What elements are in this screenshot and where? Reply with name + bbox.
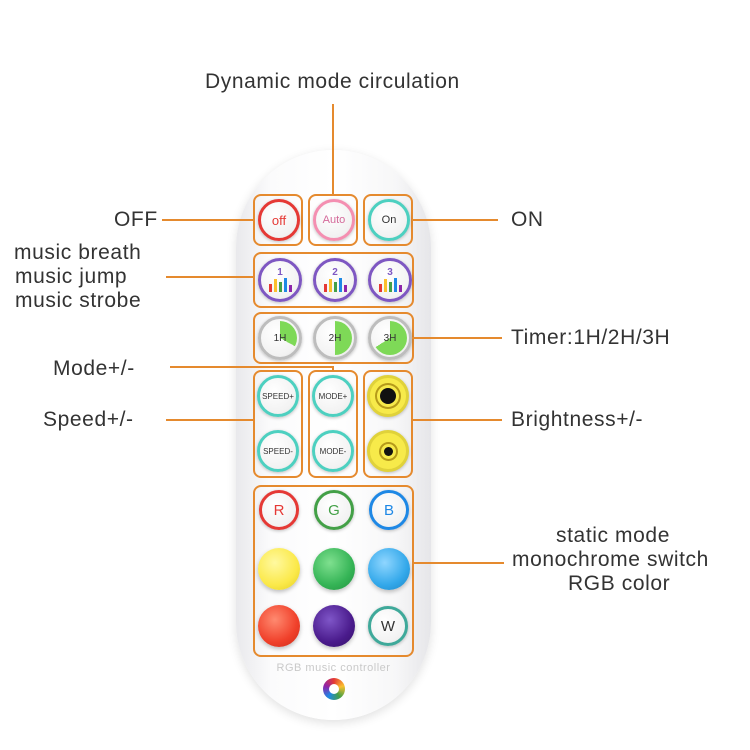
speed-down-label: SPEED- <box>263 446 293 456</box>
music-breath-label: music breath <box>14 241 142 264</box>
brightness-down-button[interactable] <box>367 430 409 472</box>
equalizer-icon <box>323 278 347 292</box>
speed-down-button[interactable]: SPEED- <box>257 430 299 472</box>
red-color-button[interactable] <box>258 605 300 647</box>
static-mode-label: static mode <box>556 524 670 547</box>
mode-connector-drop <box>332 366 334 372</box>
speed-up-label: SPEED+ <box>262 391 294 401</box>
speed-up-button[interactable]: SPEED+ <box>257 375 299 417</box>
timer-label: Timer:1H/2H/3H <box>511 326 671 349</box>
sun-bright-icon <box>380 388 396 404</box>
red-button[interactable]: R <box>259 490 299 530</box>
timer-2h-label: 2H <box>328 332 342 344</box>
music-jump-label: music jump <box>15 265 128 288</box>
off-button-label: off <box>271 212 287 228</box>
mode-connector-line <box>170 366 334 368</box>
auto-button-label: Auto <box>322 214 346 226</box>
on-button-label: On <box>381 214 397 226</box>
off-box <box>253 194 303 246</box>
dynamic-connector-line <box>332 104 334 194</box>
auto-button[interactable]: Auto <box>313 199 355 241</box>
brand-text: RGB music controller <box>276 662 391 674</box>
music-jump-button[interactable]: 2 <box>313 258 357 302</box>
blue-button-label: B <box>383 501 394 519</box>
timer-3h-label: 3H <box>383 332 397 344</box>
timer-1h-fill <box>263 321 297 355</box>
speed-connector-line <box>166 419 254 421</box>
brand-logo-icon <box>323 678 345 700</box>
timer-3h-fill <box>373 321 407 355</box>
music-box <box>253 252 414 308</box>
music-breath-button[interactable]: 1 <box>258 258 302 302</box>
blue-button[interactable]: B <box>369 490 409 530</box>
equalizer-icon <box>268 278 292 292</box>
music-3-label: 3 <box>387 267 393 278</box>
sun-dim-icon <box>383 446 393 456</box>
timer-1h-button[interactable]: 1H <box>258 316 302 360</box>
brightness-connector-line <box>412 419 502 421</box>
timer-1h-label: 1H <box>273 332 287 344</box>
static-connector-line <box>412 562 504 564</box>
brightness-label: Brightness+/- <box>511 408 644 431</box>
off-label: OFF <box>114 208 158 231</box>
auto-box <box>308 194 358 246</box>
music-connector-line <box>166 276 254 278</box>
green-color-button[interactable] <box>313 548 355 590</box>
red-button-label: R <box>273 501 285 519</box>
timer-2h-fill <box>318 321 352 355</box>
mode-up-label: MODE+ <box>318 391 348 401</box>
mode-label: Mode+/- <box>53 357 135 380</box>
mode-down-button[interactable]: MODE- <box>312 430 354 472</box>
off-connector-line <box>162 219 254 221</box>
cyan-color-button[interactable] <box>368 548 410 590</box>
timer-3h-button[interactable]: 3H <box>368 316 412 360</box>
green-button[interactable]: G <box>314 490 354 530</box>
dynamic-mode-label: Dynamic mode circulation <box>205 70 460 93</box>
mode-up-button[interactable]: MODE+ <box>312 375 354 417</box>
color-box <box>253 485 414 657</box>
music-1-label: 1 <box>277 267 283 278</box>
speed-box <box>253 370 303 478</box>
off-button[interactable]: off <box>258 199 300 241</box>
timer-connector-line <box>412 337 502 339</box>
white-button-label: W <box>380 617 396 635</box>
brightness-box <box>363 370 413 478</box>
on-button[interactable]: On <box>368 199 410 241</box>
music-strobe-button[interactable]: 3 <box>368 258 412 302</box>
music-2-label: 2 <box>332 267 338 278</box>
timer-2h-button[interactable]: 2H <box>313 316 357 360</box>
green-button-label: G <box>328 501 340 519</box>
mode-down-label: MODE- <box>319 446 347 456</box>
rgb-color-label: RGB color <box>568 572 671 595</box>
purple-color-button[interactable] <box>313 605 355 647</box>
brightness-up-button[interactable] <box>367 375 409 417</box>
music-strobe-label: music strobe <box>15 289 142 312</box>
equalizer-icon <box>378 278 402 292</box>
monochrome-switch-label: monochrome switch <box>512 548 709 571</box>
on-label: ON <box>511 208 544 231</box>
on-connector-line <box>412 219 498 221</box>
speed-label: Speed+/- <box>43 408 134 431</box>
white-button[interactable]: W <box>368 606 408 646</box>
yellow-color-button[interactable] <box>258 548 300 590</box>
